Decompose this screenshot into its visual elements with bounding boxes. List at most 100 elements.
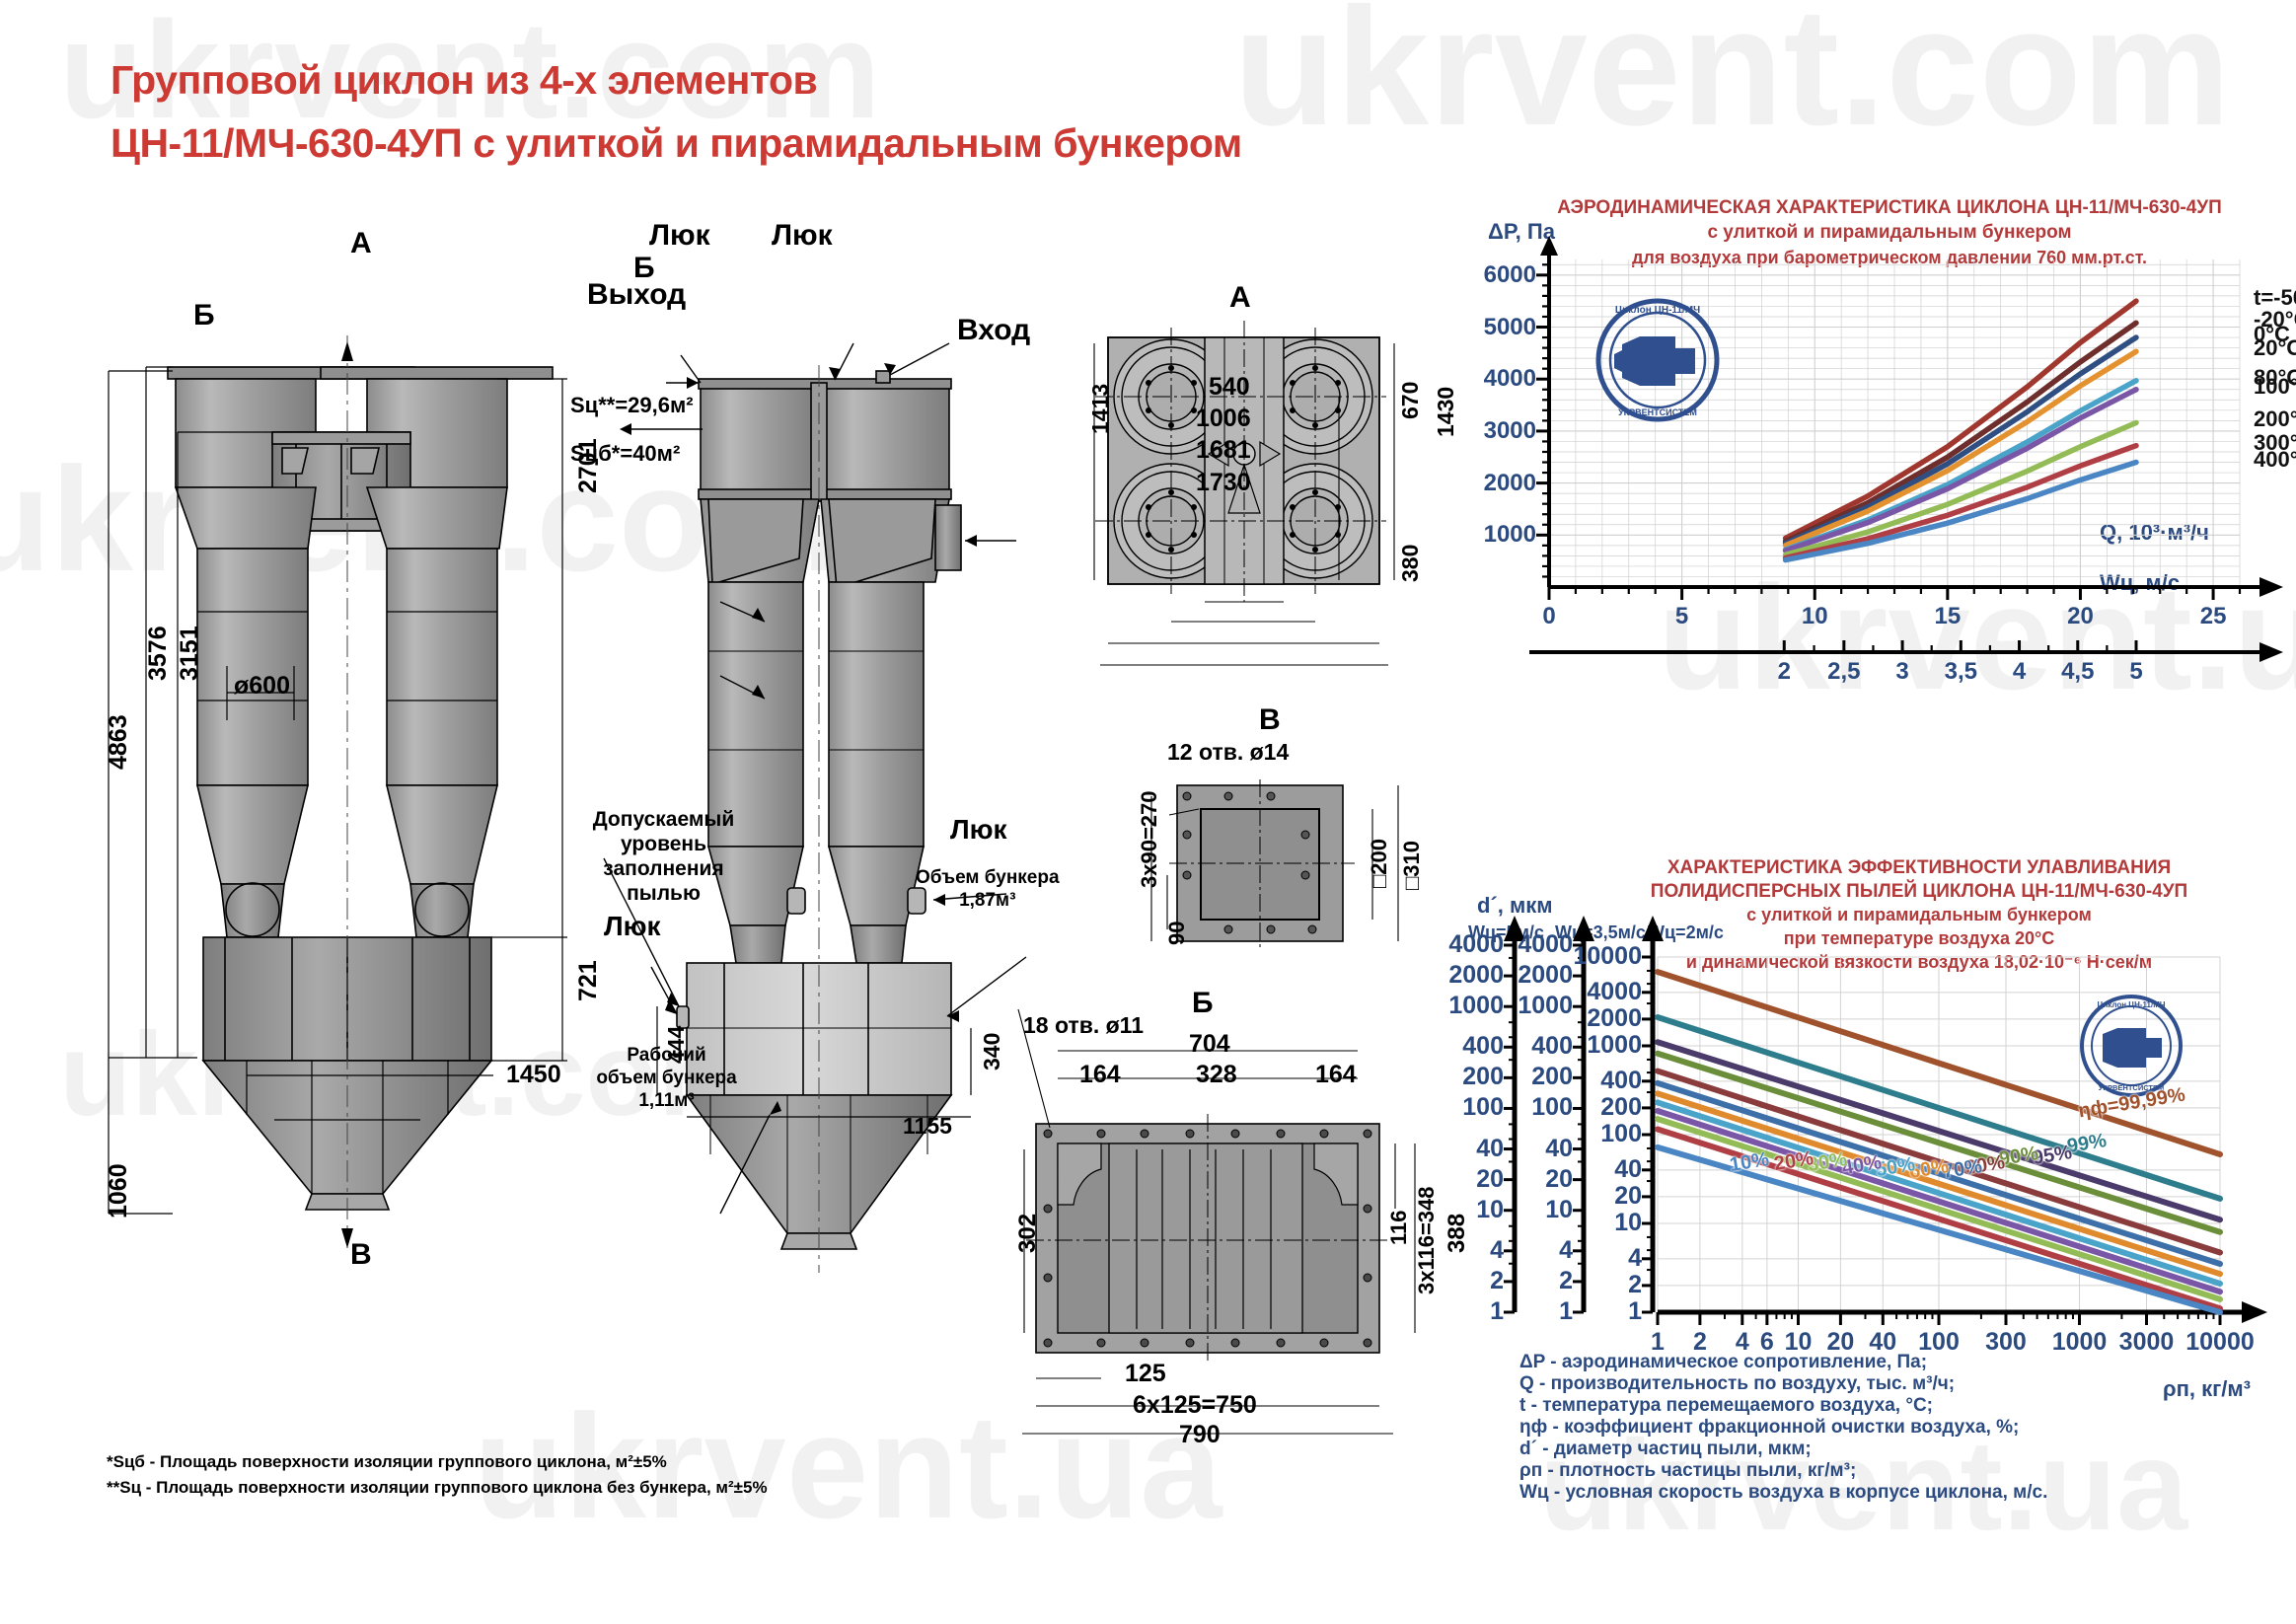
- footnote-2: **Sц - Площадь поверхности изоляции груп…: [107, 1478, 768, 1497]
- aero-curve-5: [1782, 386, 2139, 554]
- eff-chart-title: ХАРАКТЕРИСТИКА ЭФФЕКТИВНОСТИ УЛАВЛИВАНИЯ: [1666, 857, 2172, 878]
- aero-ylabel: ΔP, Па: [1488, 219, 1555, 244]
- aero-curve-6: [1782, 419, 2139, 558]
- aero-curve-8: [1782, 459, 2139, 563]
- dim-444: 444: [663, 1025, 689, 1064]
- aero-ytick-3000: 3000: [1483, 416, 1536, 444]
- dim-3576: 3576: [144, 626, 172, 681]
- eff-curve-3: [1655, 1050, 2223, 1235]
- eff-ytick-1-200: 200: [1531, 1063, 1573, 1091]
- dim-380: 380: [1397, 544, 1423, 582]
- aero-x2tick-1: 2,5: [1827, 658, 1861, 685]
- hatch-label-3: Люк: [604, 911, 661, 941]
- svg-text:Циклон ЦН-11/МЧ: Циклон ЦН-11/МЧ: [2097, 1000, 2165, 1009]
- eff-ytick-1-1: 1: [1559, 1297, 1573, 1325]
- page-title-line1: Групповой циклон из 4-х элементов: [111, 57, 818, 103]
- company-stamp-2: Циклон ЦН-11/МЧ УКРВЕНТСИСТЕМ: [2080, 995, 2183, 1097]
- eff-xtick-10: 10: [1784, 1328, 1813, 1356]
- aero-x2tick-5: 4,5: [2061, 658, 2095, 685]
- dim-90: 90: [1164, 921, 1189, 945]
- eff-curve-10: [1655, 1126, 2223, 1312]
- aero-curve-label-1: -20°C: [2254, 307, 2296, 332]
- hatch-label-4: Люк: [950, 814, 1007, 845]
- aero-chart-title: АЭРОДИНАМИЧЕСКАЯ ХАРАКТЕРИСТИКА ЦИКЛОНА …: [1557, 197, 2222, 218]
- aero-chart-subtitle: с улиткой и пирамидальным бункером: [1707, 222, 2072, 243]
- view-v-mark: В: [1259, 703, 1281, 736]
- eff-ytick-1-4000: 4000: [1518, 930, 1573, 958]
- dim-1681: 1681: [1196, 436, 1251, 464]
- front-view-drawing: [108, 335, 567, 1248]
- eff-ytick-0-1: 1: [1490, 1297, 1504, 1325]
- aero-ytick-6000: 6000: [1483, 260, 1536, 288]
- eff-curve-2: [1655, 1039, 2223, 1223]
- aero-x2tick-4: 4: [2012, 658, 2027, 685]
- eff-ytick-0-4000: 4000: [1448, 930, 1504, 958]
- eff-xtick-100: 100: [1918, 1328, 1960, 1356]
- aero-xlabel: Q, 10³·м³/ч: [2100, 520, 2209, 545]
- dim-4863: 4863: [105, 714, 132, 770]
- aero-xtick-15: 15: [1934, 603, 1962, 629]
- view-b-mark: Б: [1192, 987, 1214, 1019]
- aero-curve-3: [1782, 348, 2139, 549]
- eff-ytick-0-100: 100: [1462, 1093, 1504, 1122]
- dim-302: 302: [1014, 1213, 1041, 1253]
- dim-540: 540: [1209, 373, 1250, 401]
- eff-ytick-1-20: 20: [1545, 1164, 1573, 1193]
- page-title-line2: ЦН-11/МЧ-630-4УП с улиткой и пирамидальн…: [111, 120, 1242, 166]
- eff-ytick-2-4: 4: [1628, 1243, 1642, 1272]
- dim-3151: 3151: [176, 626, 203, 681]
- eff-axis-header-3: Wц=2м/с: [1648, 923, 1724, 942]
- eff-ytick-2-2: 2: [1628, 1270, 1642, 1298]
- aero-curve-7: [1782, 442, 2139, 561]
- dim-d600: ø600: [234, 672, 290, 700]
- eff-ytick-2-2000: 2000: [1587, 1003, 1642, 1032]
- eff-curve-9: [1655, 1116, 2223, 1302]
- eff-xtick-300: 300: [1985, 1328, 2027, 1356]
- dim-790: 790: [1179, 1421, 1221, 1448]
- area-without-hopper-label: Sц**=29,6м²: [570, 393, 694, 417]
- eff-ytick-2-4000: 4000: [1587, 977, 1642, 1005]
- aero-ytick-4000: 4000: [1483, 365, 1536, 393]
- eff-ytick-2-100: 100: [1600, 1120, 1642, 1147]
- dim-164b: 164: [1315, 1061, 1357, 1088]
- eff-ytick-1-4: 4: [1559, 1235, 1573, 1264]
- aero-xtick-25: 25: [2199, 603, 2227, 629]
- eff-ytick-2-10: 10: [1614, 1209, 1642, 1236]
- eff-xtick-40: 40: [1869, 1328, 1897, 1356]
- eff-curve-5: [1655, 1079, 2223, 1268]
- eff-ytick-0-200: 200: [1462, 1063, 1504, 1091]
- legend-item-1: Q - производительность по воздуху, тыс. …: [1519, 1373, 1956, 1394]
- eff-curve-7: [1655, 1099, 2223, 1288]
- eff-ytick-1-2: 2: [1559, 1266, 1573, 1294]
- hatch-label-2: Люк: [772, 219, 833, 252]
- dim-340: 340: [979, 1032, 1004, 1070]
- dim-6x125-750: 6x125=750: [1133, 1391, 1257, 1419]
- aero-ytick-2000: 2000: [1483, 469, 1536, 496]
- eff-ytick-1-100: 100: [1531, 1093, 1573, 1122]
- aero-curve-label-2: 0°C: [2254, 322, 2290, 347]
- eff-ytick-0-2000: 2000: [1448, 961, 1504, 990]
- eff-ytick-1-1000: 1000: [1518, 992, 1573, 1020]
- aero-curve-1: [1782, 320, 2139, 545]
- aero-curve-label-4: 80°C: [2254, 364, 2296, 390]
- view-b-holes: 18 отв. ø11: [1023, 1012, 1144, 1038]
- dim-1413: 1413: [1087, 383, 1113, 434]
- aero-curve-label-7: 300°C: [2254, 429, 2296, 455]
- watermark-2: ukrvent.com: [1233, 0, 2231, 161]
- svg-text:УКРВЕНТСИСТЕМ: УКРВЕНТСИСТЕМ: [2099, 1083, 2165, 1092]
- eff-ytick-2-10000: 10000: [1573, 942, 1642, 970]
- section-b-mark-side: Б: [633, 252, 655, 284]
- eff-xlabel: ρп, кг/м³: [2163, 1376, 2252, 1401]
- eff-curve-0: [1655, 969, 2223, 1157]
- eff-ytick-2-1: 1: [1628, 1297, 1642, 1325]
- eff-chart-plot: [1504, 916, 2267, 1325]
- aero-curve-label-8: 400°C: [2254, 446, 2296, 472]
- svg-text:Циклон ЦН-11/МЧ: Циклон ЦН-11/МЧ: [1615, 305, 1700, 316]
- aero-xtick-0: 0: [1542, 603, 1556, 629]
- legend-item-3: ηф - коэффициент фракционной очистки воз…: [1519, 1417, 2020, 1438]
- aero-ytick-5000: 5000: [1483, 313, 1536, 340]
- dim-164a: 164: [1079, 1061, 1121, 1088]
- aero-chart-subtitle2: для воздуха при барометрическом давлении…: [1631, 248, 2148, 267]
- side-view-drawing: [603, 342, 1027, 1273]
